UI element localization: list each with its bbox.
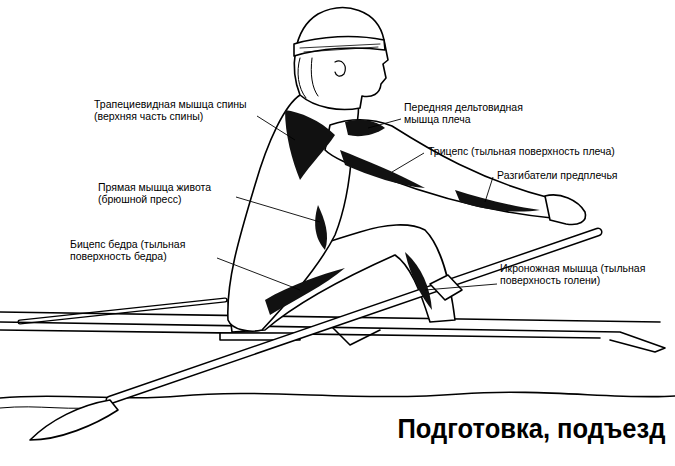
muscle-label: Разгибатели предплечья xyxy=(497,169,657,181)
rigger xyxy=(330,325,380,345)
calf-muscle xyxy=(405,252,432,310)
leader-line xyxy=(217,258,300,290)
hamstring-muscle xyxy=(265,268,345,315)
muscle-label: Икроножная мышца (тыльная поверхность го… xyxy=(500,262,668,286)
leader-line xyxy=(236,197,320,222)
leader-line xyxy=(485,177,493,202)
muscle-label: Трапециевидная мышца спины (верхняя част… xyxy=(94,98,259,122)
muscle-label: Передняя дельтовидная мышца плеча xyxy=(404,101,536,125)
muscle-label: Трицепс (тыльная поверхность плеча) xyxy=(428,145,666,157)
oar-shaft xyxy=(110,232,598,400)
abdominal-muscle xyxy=(315,205,327,250)
water-line xyxy=(0,392,675,398)
leader-line xyxy=(368,119,401,128)
leader-line xyxy=(257,116,295,140)
muscle-label: Прямая мышца живота (брюшной пресс) xyxy=(98,181,238,205)
arm xyxy=(325,120,552,218)
muscle-label: Бицепс бедра (тыльная поверхность бедра) xyxy=(70,238,218,262)
triceps-muscle xyxy=(340,150,425,188)
title: Подготовка, подъезд xyxy=(397,414,665,445)
forearm-extensors xyxy=(455,190,540,212)
head xyxy=(294,8,388,110)
trapezius-muscle xyxy=(285,110,335,180)
leader-line xyxy=(425,284,497,290)
hand xyxy=(545,195,586,225)
headband xyxy=(294,37,385,56)
far-oar xyxy=(20,300,225,322)
oar-blade xyxy=(30,400,118,440)
deltoid-muscle xyxy=(345,120,385,136)
leader-line xyxy=(392,153,424,172)
